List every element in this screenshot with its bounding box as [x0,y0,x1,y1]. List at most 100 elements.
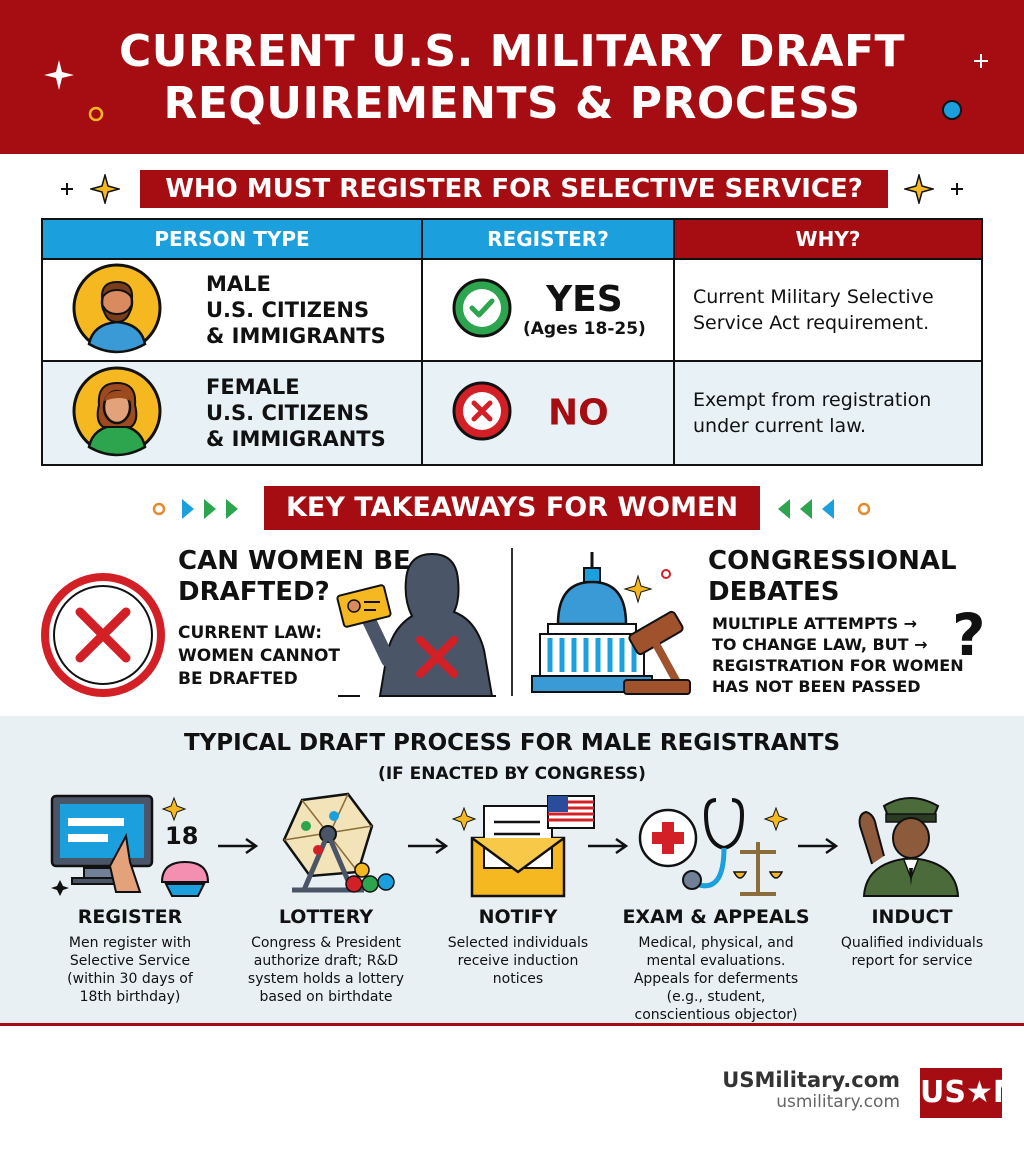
desc-line: mental evaluations. [646,953,786,969]
desc-line: Qualified individuals [840,935,984,951]
person-line: & IMMIGRANTS [206,427,386,451]
step-desc-exam-appeals: Medical, physical, and mental evaluation… [616,934,816,1024]
person-type-cell: MALE U.S. CITIZENS & IMMIGRANTS [41,258,423,362]
female-avatar-icon [71,365,163,461]
desc-line: report for service [851,953,973,969]
body-line: REGISTRATION FOR WOMEN [712,656,964,675]
desc-line: Congress & President [251,935,401,951]
step-title-lottery: LOTTERY [278,906,374,928]
lottery-drum-icon [282,792,395,893]
person-type-label: MALE U.S. CITIZENS & IMMIGRANTS [206,271,386,349]
body-line: BE DRAFTED [178,669,298,689]
register-age-note: (Ages 18-25) [523,319,646,339]
process-subtitle: (IF ENACTED BY CONGRESS) [378,764,646,784]
desc-line: based on birthdate [259,989,393,1005]
desc-line: Medical, physical, and [638,935,794,951]
why-line: Service Act requirement. [693,312,930,334]
desc-line: authorize draft; R&D [253,953,399,969]
title-line-1: CURRENT U.S. MILITARY DRAFT [118,26,906,77]
process-title: TYPICAL DRAFT PROCESS FOR MALE REGISTRAN… [183,730,841,756]
plus-icon [61,183,73,195]
table-row: MALE U.S. CITIZENS & IMMIGRANTS YES (Age… [41,258,983,362]
step-desc-induct: Qualified individuals report for service [812,934,1012,970]
step-desc-register: Men register with Selective Service (wit… [30,934,230,1006]
takeaway-left-body: CURRENT LAW: WOMEN CANNOT BE DRAFTED [178,622,340,691]
table-row: FEMALE U.S. CITIZENS & IMMIGRANTS NO Exe… [41,360,983,466]
circle-icon [88,106,104,122]
sparkle-icon [90,174,120,204]
takeaway-right-title: CONGRESSIONAL DEBATES [708,546,957,608]
desc-line: system holds a lottery [247,971,405,987]
desc-line: Selected individuals [447,935,589,951]
person-line: FEMALE [206,375,300,399]
step-title-induct: INDUCT [871,906,953,928]
step-title-exam-appeals: EXAM & APPEALS [622,906,810,928]
header-banner: CURRENT U.S. MILITARY DRAFT REQUIREMENTS… [0,0,1024,154]
desc-line: 18th birthday) [79,989,181,1005]
column-header: REGISTER? [421,218,675,260]
page-title: CURRENT U.S. MILITARY DRAFT REQUIREMENTS… [0,26,1024,130]
title-line: DRAFTED? [178,577,330,607]
step-title-notify: NOTIFY [478,906,558,928]
body-line: MULTIPLE ATTEMPTS → [712,614,918,633]
desc-line: (e.g., student, [666,989,766,1005]
medical-exam-icon [638,798,789,896]
title-line-2: REQUIREMENTS & PROCESS [163,78,861,129]
step-desc-lottery: Congress & President authorize draft; R&… [226,934,426,1006]
column-header: WHY? [673,218,983,260]
woman-silhouette-icon [336,552,496,697]
desc-line: Men register with [68,935,192,951]
register-cell: NO [421,360,675,466]
register-yes: YES [546,279,623,320]
registration-table: PERSON TYPE REGISTER? WHY? MALE U.S. CIT… [41,218,983,466]
person-type-label: FEMALE U.S. CITIZENS & IMMIGRANTS [206,374,386,452]
birthday-age-icon: 18 [165,822,199,850]
desc-line: (within 30 days of [67,971,193,987]
desc-line: conscientious objector) [634,1007,798,1023]
prohibited-x-icon [41,573,165,697]
arrow-right-icon [408,837,449,855]
register-no: NO [548,392,609,434]
register-answer: YES (Ages 18-25) [523,279,646,340]
soldier-salute-icon [858,797,960,897]
takeaways-divider [511,548,513,696]
person-line: U.S. CITIZENS [206,298,370,322]
step-desc-notify: Selected individuals receive induction n… [418,934,618,988]
why-line: Current Military Selective [693,286,934,308]
brand-name: USMilitary.com [722,1068,900,1092]
why-line: under current law. [693,415,867,437]
title-line: CAN WOMEN BE [178,546,411,576]
why-cell: Exempt from registration under current l… [673,360,983,466]
title-line: CONGRESSIONAL [708,546,957,576]
person-line: & IMMIGRANTS [206,324,386,348]
desc-line: Selective Service [69,953,191,969]
register-cell: YES (Ages 18-25) [421,258,675,362]
body-line: WOMEN CANNOT [178,646,341,666]
why-line: Exempt from registration [693,389,932,411]
table-header-row: PERSON TYPE REGISTER? WHY? [41,218,983,260]
brand-url-link[interactable]: usmilitary.com [776,1092,900,1112]
desc-line: receive induction [457,953,579,969]
sparkle-icon [904,174,934,204]
person-type-cell: FEMALE U.S. CITIZENS & IMMIGRANTS [41,360,423,466]
body-line: CURRENT LAW: [178,623,323,643]
person-line: U.S. CITIZENS [206,401,370,425]
sparkle-icon [44,60,74,90]
chevron-left-icon [778,499,871,519]
desc-line: Appeals for deferments [633,971,799,987]
arrow-right-icon [218,837,259,855]
envelope-notice-icon [452,795,595,898]
why-cell: Current Military Selective Service Act r… [673,258,983,362]
column-header: PERSON TYPE [41,218,423,260]
body-line: TO CHANGE LAW, BUT → [712,635,928,654]
chevron-right-icon [152,499,238,519]
title-line: DEBATES [708,577,840,607]
desc-line: notices [492,971,544,987]
brand-block: USMilitary.com usmilitary.com [722,1068,900,1112]
x-icon [451,380,513,446]
takeaway-left-title: CAN WOMEN BE DRAFTED? [178,546,411,608]
takeaways-section-title: KEY TAKEAWAYS FOR WOMEN [264,486,760,530]
body-line: HAS NOT BEEN PASSED [712,677,921,696]
takeaway-right-body: MULTIPLE ATTEMPTS → TO CHANGE LAW, BUT →… [712,613,964,697]
plus-icon [951,183,963,195]
